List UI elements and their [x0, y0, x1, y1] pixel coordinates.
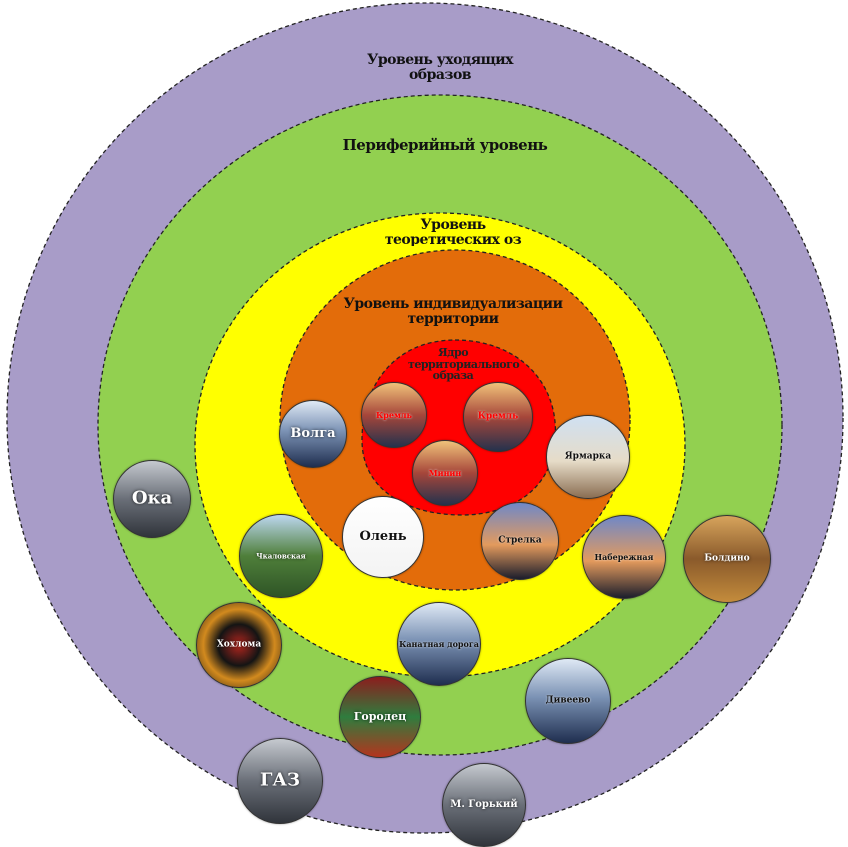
volga-caption: Волга — [290, 426, 336, 442]
kanatnaya-photo: Канатная дорога — [397, 602, 481, 686]
kreml-left-caption: Кремль — [376, 409, 412, 420]
boldino-photo: Болдино — [683, 515, 771, 603]
yarmarka-caption: Ярмарка — [564, 451, 612, 462]
strelka-caption: Стрелка — [498, 535, 542, 546]
gaz-photo: ГАЗ — [237, 738, 323, 824]
khokhloma-photo: Хохлома — [196, 602, 282, 688]
minin-photo: Минин — [412, 440, 478, 506]
yarmarka-photo: Ярмарка — [546, 415, 630, 499]
level-label-individual: Уровень индивидуализации территории — [343, 296, 563, 327]
boldino-caption: Болдино — [704, 553, 750, 564]
khokhloma-caption: Хохлома — [216, 639, 262, 650]
kanatnaya-caption: Канатная дорога — [399, 638, 479, 649]
gorodets-caption: Городец — [353, 710, 407, 724]
kreml-right-photo: Кремль — [463, 382, 533, 452]
gorky-caption: М. Горький — [450, 798, 518, 810]
chkalov-caption: Чкаловская — [256, 551, 306, 561]
oka-photo: Ока — [113, 460, 191, 538]
level-label-outer: Уровень уходящих образов — [367, 52, 513, 83]
level-label-core: Ядро территориального образа — [408, 346, 520, 383]
naberezhnaya-caption: Набережная — [594, 551, 654, 562]
kreml-left-photo: Кремль — [361, 382, 427, 448]
kreml-right-caption: Кремль — [477, 411, 519, 422]
minin-caption: Минин — [428, 467, 462, 478]
gaz-caption: ГАЗ — [259, 769, 301, 791]
oka-caption: Ока — [131, 487, 173, 509]
level-label-peripheral: Периферийный уровень — [342, 136, 548, 154]
gerb-caption: Олень — [359, 529, 407, 545]
chkalov-photo: Чкаловская — [239, 514, 323, 598]
level-label-yellow: Уровень теоретических оз — [384, 218, 522, 246]
gorky-photo: М. Горький — [442, 763, 526, 847]
strelka-photo: Стрелка — [481, 502, 559, 580]
diveevo-caption: Дивеево — [545, 695, 591, 706]
naberezhnaya-photo: Набережная — [582, 515, 666, 599]
gorodets-photo: Городец — [339, 676, 421, 758]
gerb-photo: Олень — [342, 496, 424, 578]
volga-photo: Волга — [279, 400, 347, 468]
diveevo-photo: Дивеево — [525, 658, 611, 744]
